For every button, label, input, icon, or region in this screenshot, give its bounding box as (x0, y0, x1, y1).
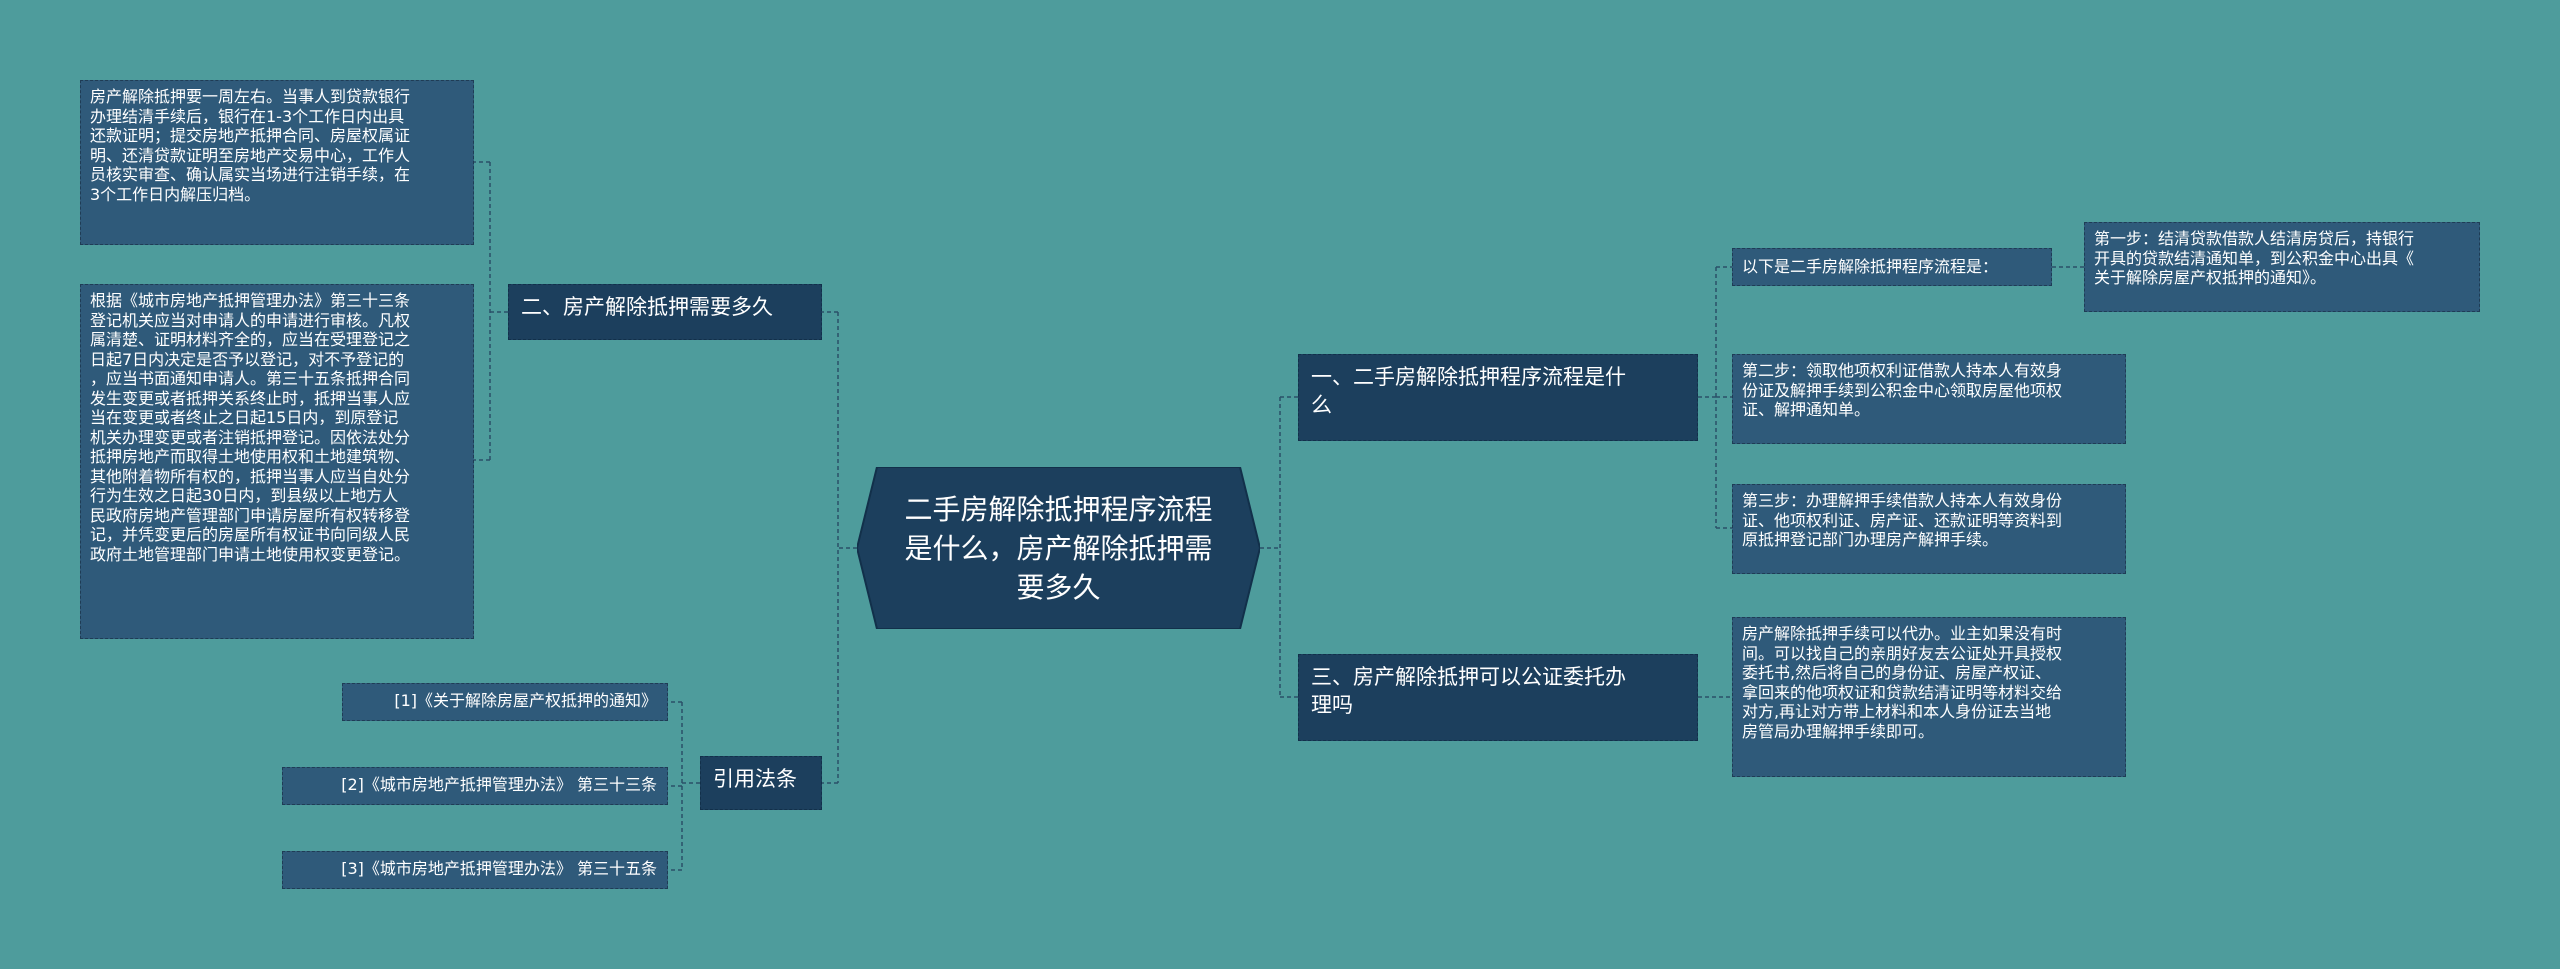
leaf-process-step3[interactable]: 第三步：办理解押手续借款人持本人有效身份 证、他项权利证、房产证、还款证明等资料… (1732, 484, 2126, 574)
leaf-duration-summary[interactable]: 房产解除抵押要一周左右。当事人到贷款银行 办理结清手续后，银行在1-3个工作日内… (80, 80, 474, 245)
reference-item-2[interactable]: [2]《城市房地产抵押管理办法》 第三十三条 (282, 767, 668, 805)
leaf-process-step1[interactable]: 第一步：结清贷款借款人结清房贷后，持银行 开具的贷款结清通知单，到公积金中心出具… (2084, 222, 2480, 312)
root-title: 二手房解除抵押程序流程 是什么，房产解除抵押需 要多久 (904, 492, 1213, 604)
branch-notary[interactable]: 三、房产解除抵押可以公证委托办 理吗 (1298, 654, 1698, 741)
branch-duration[interactable]: 二、房产解除抵押需要多久 (508, 284, 822, 340)
branch-process[interactable]: 一、二手房解除抵押程序流程是什 么 (1298, 354, 1698, 441)
root-shape (857, 467, 1260, 629)
reference-item-1[interactable]: [1]《关于解除房屋产权抵押的通知》 (342, 683, 668, 721)
leaf-duration-law[interactable]: 根据《城市房地产抵押管理办法》第三十三条 登记机关应当对申请人的申请进行审核。凡… (80, 284, 474, 639)
leaf-process-step2[interactable]: 第二步：领取他项权利证借款人持本人有效身 份证及解押手续到公积金中心领取房屋他项… (1732, 354, 2126, 444)
leaf-notary-detail[interactable]: 房产解除抵押手续可以代办。业主如果没有时 间。可以找自己的亲朋好友去公证处开具授… (1732, 617, 2126, 777)
leaf-process-intro[interactable]: 以下是二手房解除抵押程序流程是： (1732, 248, 2052, 286)
branch-references[interactable]: 引用法条 (700, 756, 822, 810)
reference-item-3[interactable]: [3]《城市房地产抵押管理办法》 第三十五条 (282, 851, 668, 889)
root-node[interactable]: 二手房解除抵押程序流程 是什么，房产解除抵押需 要多久 (857, 467, 1260, 629)
